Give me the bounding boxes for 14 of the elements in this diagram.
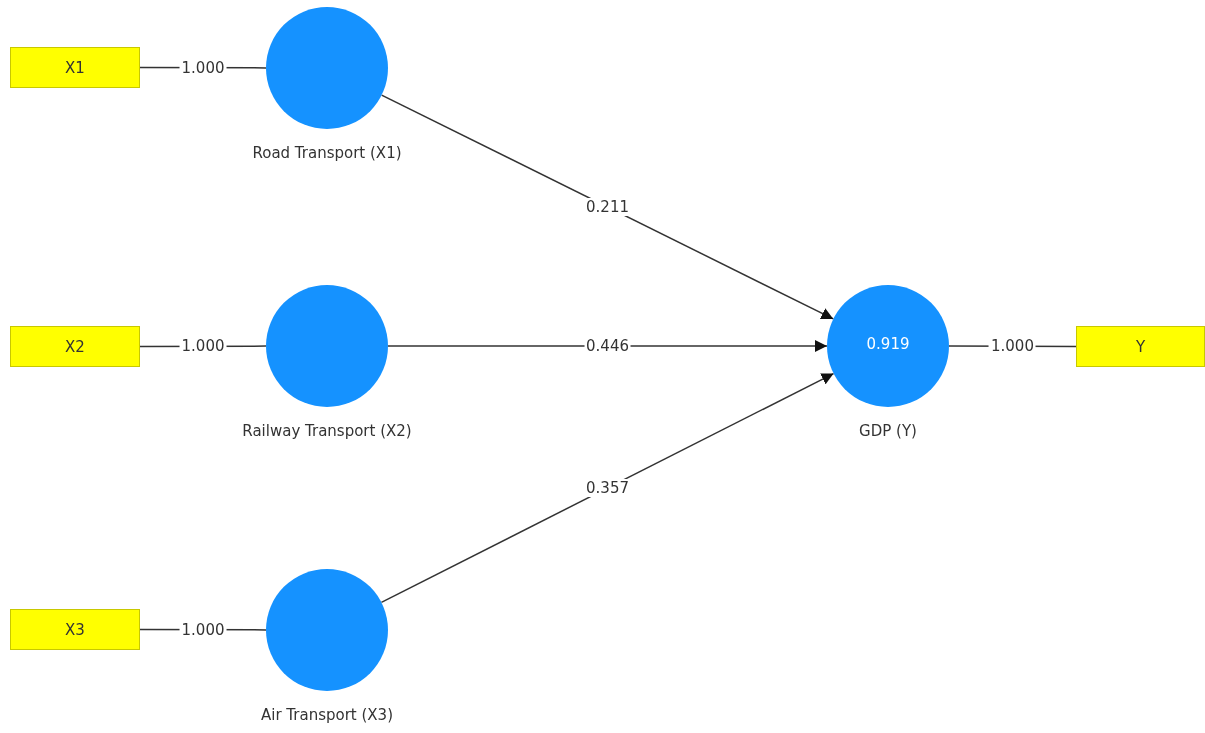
path-coefficient: 0.211 <box>584 198 631 216</box>
indicator-box: X1 <box>10 47 140 88</box>
construct-label: Air Transport (X3) <box>259 705 394 726</box>
arrow <box>380 94 835 320</box>
arrow <box>387 340 828 352</box>
construct-label: Road Transport (X1) <box>252 143 402 164</box>
indicator-box: X2 <box>10 326 140 367</box>
r-squared-value: 0.919 <box>866 335 910 354</box>
path-coefficient: 0.357 <box>584 479 631 497</box>
construct-label: Railway Transport (X2) <box>242 421 412 442</box>
indicator-box: X3 <box>10 609 140 650</box>
construct-label: GDP (Y) <box>858 421 918 442</box>
arrow <box>380 372 835 604</box>
indicator-box: Y <box>1076 326 1205 367</box>
